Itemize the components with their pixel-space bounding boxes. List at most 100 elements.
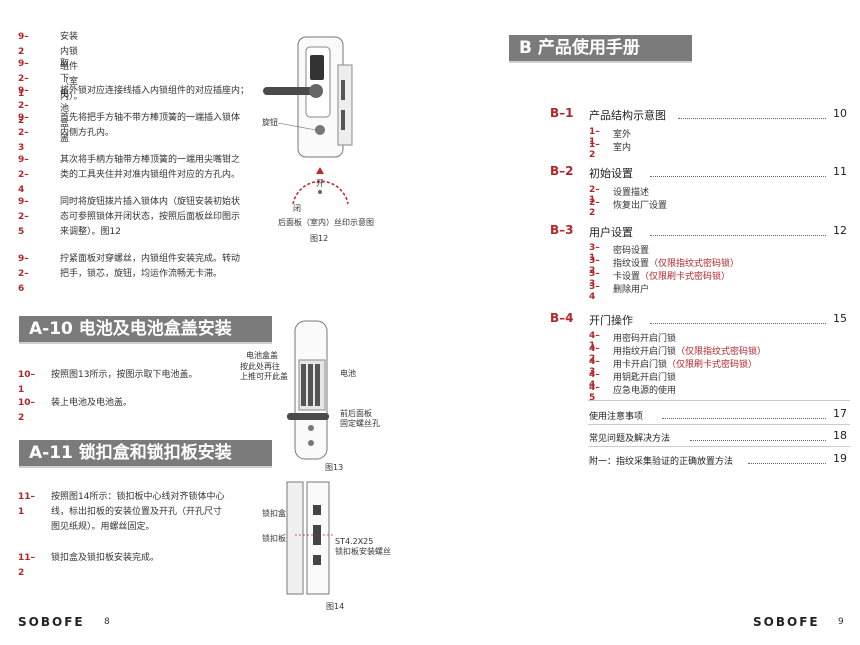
toc-sub-title: 恢复出厂设置 xyxy=(613,201,668,211)
brand-logo: SOBOFE xyxy=(753,615,820,629)
toc-leader xyxy=(678,118,826,119)
knob-label: 旋钮 xyxy=(262,118,278,127)
toc-sub-code: 1–1 xyxy=(589,127,600,147)
step-line: 同时将旋钮拨片插入锁体内（旋钮安装初始状 xyxy=(60,197,241,207)
toc-leader xyxy=(650,176,826,177)
toc-leader xyxy=(662,418,826,419)
toc-sub-title: 室外 xyxy=(613,130,632,140)
toc-sub-note: （仅限刷卡式密码锁） xyxy=(667,360,758,370)
toc-sub-code: 4–4 xyxy=(589,370,600,390)
toc-sub-title: 密码设置 xyxy=(613,246,650,256)
toc-sub-code: 2–1 xyxy=(589,185,600,205)
toc-divider xyxy=(588,400,850,401)
step-number: 9–2–1 xyxy=(18,59,29,99)
step-number: 9–2–6 xyxy=(18,254,29,294)
fig13-caption: 图13 xyxy=(325,463,344,472)
toc-sub-note: （仅限指纹式密码锁） xyxy=(649,259,740,269)
toc-code: B–3 xyxy=(550,223,574,237)
toc-sub-title: 用指纹开启门锁 xyxy=(613,347,677,357)
toc-sub-title: 用卡开启门锁 xyxy=(613,360,668,370)
right-page: B 产品使用手册 B–1 产品结构示意图 10 1–1 室外 1–2 室内 B–… xyxy=(430,0,860,645)
toc-page: 17 xyxy=(833,407,847,420)
screw-hole-line: 前后面板 xyxy=(340,409,372,418)
toc-sub-title: 卡设置 xyxy=(613,272,641,282)
fig12-silk-diagram xyxy=(292,167,349,205)
toc-sub-title: 用密码开启门锁 xyxy=(613,334,677,344)
toc-sub-code: 4–2 xyxy=(589,344,600,364)
step-number: 9–2–5 xyxy=(18,197,29,237)
toc-leader xyxy=(748,463,826,464)
fig12-lock-drawing xyxy=(263,36,353,158)
toc-divider xyxy=(588,424,850,425)
step-number: 11–1 xyxy=(18,492,36,517)
step-number: 10–1 xyxy=(18,370,36,395)
step-line: 态可参照锁体开闭状态，按照后面板丝印图示 xyxy=(60,212,241,222)
step-text: 按照图13所示，按图示取下电池盖。 xyxy=(51,370,198,380)
push-hint: 按此处再往 上推可开此盖 xyxy=(240,362,288,382)
toc-leader xyxy=(690,440,826,441)
toc-code: B–4 xyxy=(550,311,574,325)
toc-sub-code: 4–5 xyxy=(589,383,600,403)
push-hint-line: 按此处再往 xyxy=(240,362,280,371)
page-number: 9 xyxy=(838,617,844,627)
toc-page: 19 xyxy=(833,452,847,465)
toc-sub-title: 应急电源的使用 xyxy=(613,386,677,396)
strike-plate-label: 锁扣板 xyxy=(262,534,286,543)
toc-sub-note: （仅限刷卡式密码锁） xyxy=(640,272,731,282)
step-text: 锁扣盒及锁扣板安装完成。 xyxy=(51,553,160,563)
toc-sub-code: 2–2 xyxy=(589,198,600,218)
brand-logo: SOBOFE xyxy=(18,615,85,629)
step-text: 取下电池盒盖 xyxy=(60,59,70,144)
strike-box-label: 锁扣盒 xyxy=(262,509,286,518)
toc-page: 12 xyxy=(833,224,847,237)
section-a10-banner: A-10 电池及电池盒盖安装 xyxy=(19,316,272,342)
page-number: 8 xyxy=(104,617,110,627)
step-line: 图见纸规）。用螺丝固定。 xyxy=(51,522,155,532)
strike-screw-line: ST4.2X25 xyxy=(335,537,374,546)
toc-sub-code: 1–2 xyxy=(589,140,600,160)
step-number: 9–2 xyxy=(18,32,29,57)
step-text: 装上电池及电池盖。 xyxy=(51,398,133,408)
toc-sub-title: 指纹设置 xyxy=(613,259,650,269)
toc-sub-title: 设置描述 xyxy=(613,188,650,198)
step-number: 10–2 xyxy=(18,398,36,423)
battery-cover-label: 电池盒盖 xyxy=(246,351,278,360)
toc-code: B–1 xyxy=(550,106,574,120)
toc-page: 18 xyxy=(833,429,847,442)
step-text: 将外锁对应连接线插入内锁组件的对应插座内； xyxy=(60,86,250,96)
open-label: 开 xyxy=(316,179,324,188)
toc-page: 11 xyxy=(833,165,847,178)
toc-title: 初始设置 xyxy=(589,167,633,180)
toc-sub-code: 3–4 xyxy=(589,282,600,302)
screw-hole-line: 固定螺丝孔 xyxy=(340,419,380,428)
step-number: 9–2–2 xyxy=(18,86,29,126)
toc-title: 产品结构示意图 xyxy=(589,109,666,122)
step-line: 按照图14所示：锁扣板中心线对齐锁体中心 xyxy=(51,492,225,502)
step-text: 安装内锁组件（室内）。 xyxy=(60,32,83,102)
toc-title: 开门操作 xyxy=(589,314,633,327)
fig13-battery-drawing xyxy=(287,320,329,460)
toc-misc-title: 常见问题及解决方法 xyxy=(589,434,671,444)
toc-divider xyxy=(588,446,850,447)
step-number: 11–2 xyxy=(18,553,36,578)
left-page: 9–2 安装内锁组件（室内）。 9–2–1 取下电池盒盖 9–2–2 将外锁对应… xyxy=(18,32,391,629)
toc-code: B–2 xyxy=(550,164,574,178)
step-line: 其次将手柄方轴带方棒顶簧的一端用尖嘴钳之 xyxy=(60,155,241,165)
step-line: 来调整）。图12 xyxy=(60,227,121,237)
step-line: 线，标出扣板的安装位置及开孔（开孔尺寸 xyxy=(51,507,223,517)
screw-hole-label: 前后面板 固定螺丝孔 xyxy=(340,409,380,429)
toc-title: 用户设置 xyxy=(589,226,633,239)
battery-label: 电池 xyxy=(340,369,356,378)
step-line: 内侧方孔内。 xyxy=(60,128,115,138)
toc-leader xyxy=(650,323,826,324)
toc-sub-title: 删除用户 xyxy=(613,285,650,295)
section-b-banner: B 产品使用手册 xyxy=(509,35,692,61)
toc-leader xyxy=(650,235,826,236)
toc-sub-code: 4–1 xyxy=(589,331,600,351)
toc-sub-code: 3–2 xyxy=(589,256,600,276)
step-line: 拧紧面板对穿螺丝，内锁组件安装完成。转动 xyxy=(60,254,241,264)
strike-screw-label: ST4.2X25 锁扣板安装螺丝 xyxy=(335,537,391,557)
toc-sub-title: 用钥匙开启门锁 xyxy=(613,373,677,383)
toc-sub-note: （仅限指纹式密码锁） xyxy=(676,347,767,357)
close-label: 闭 xyxy=(293,204,301,213)
